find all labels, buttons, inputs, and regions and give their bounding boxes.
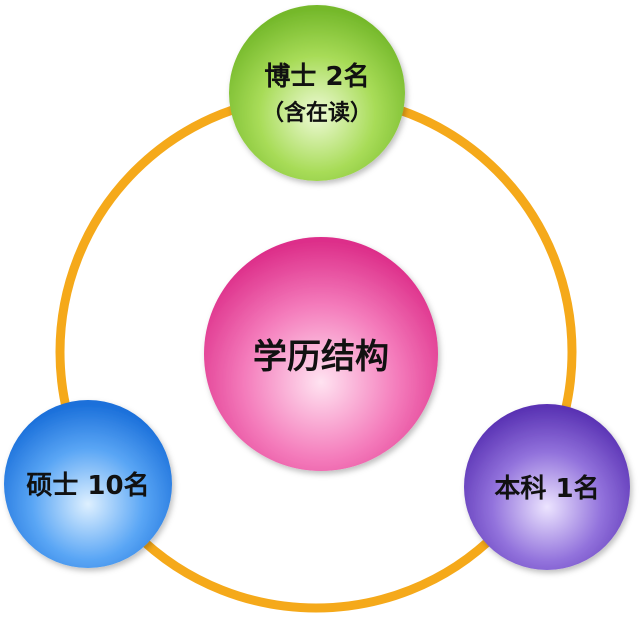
node-master-circle <box>4 400 172 568</box>
node-doctor-sublabel: （含在读） <box>262 100 372 126</box>
node-doctor-circle <box>229 5 405 181</box>
node-bachelor-circle <box>464 404 630 570</box>
node-bachelor-label: 本科 1名 <box>494 473 599 504</box>
center-label: 学历结构 <box>253 337 389 377</box>
center-circle <box>204 237 438 471</box>
node-doctor: 博士 2名 （含在读） <box>229 5 405 181</box>
node-master-label: 硕士 10名 <box>26 470 149 501</box>
node-bachelor: 本科 1名 <box>464 404 630 570</box>
node-master: 硕士 10名 <box>4 400 172 568</box>
node-doctor-label: 博士 2名 <box>264 61 369 92</box>
center-node: 学历结构 <box>204 237 438 471</box>
